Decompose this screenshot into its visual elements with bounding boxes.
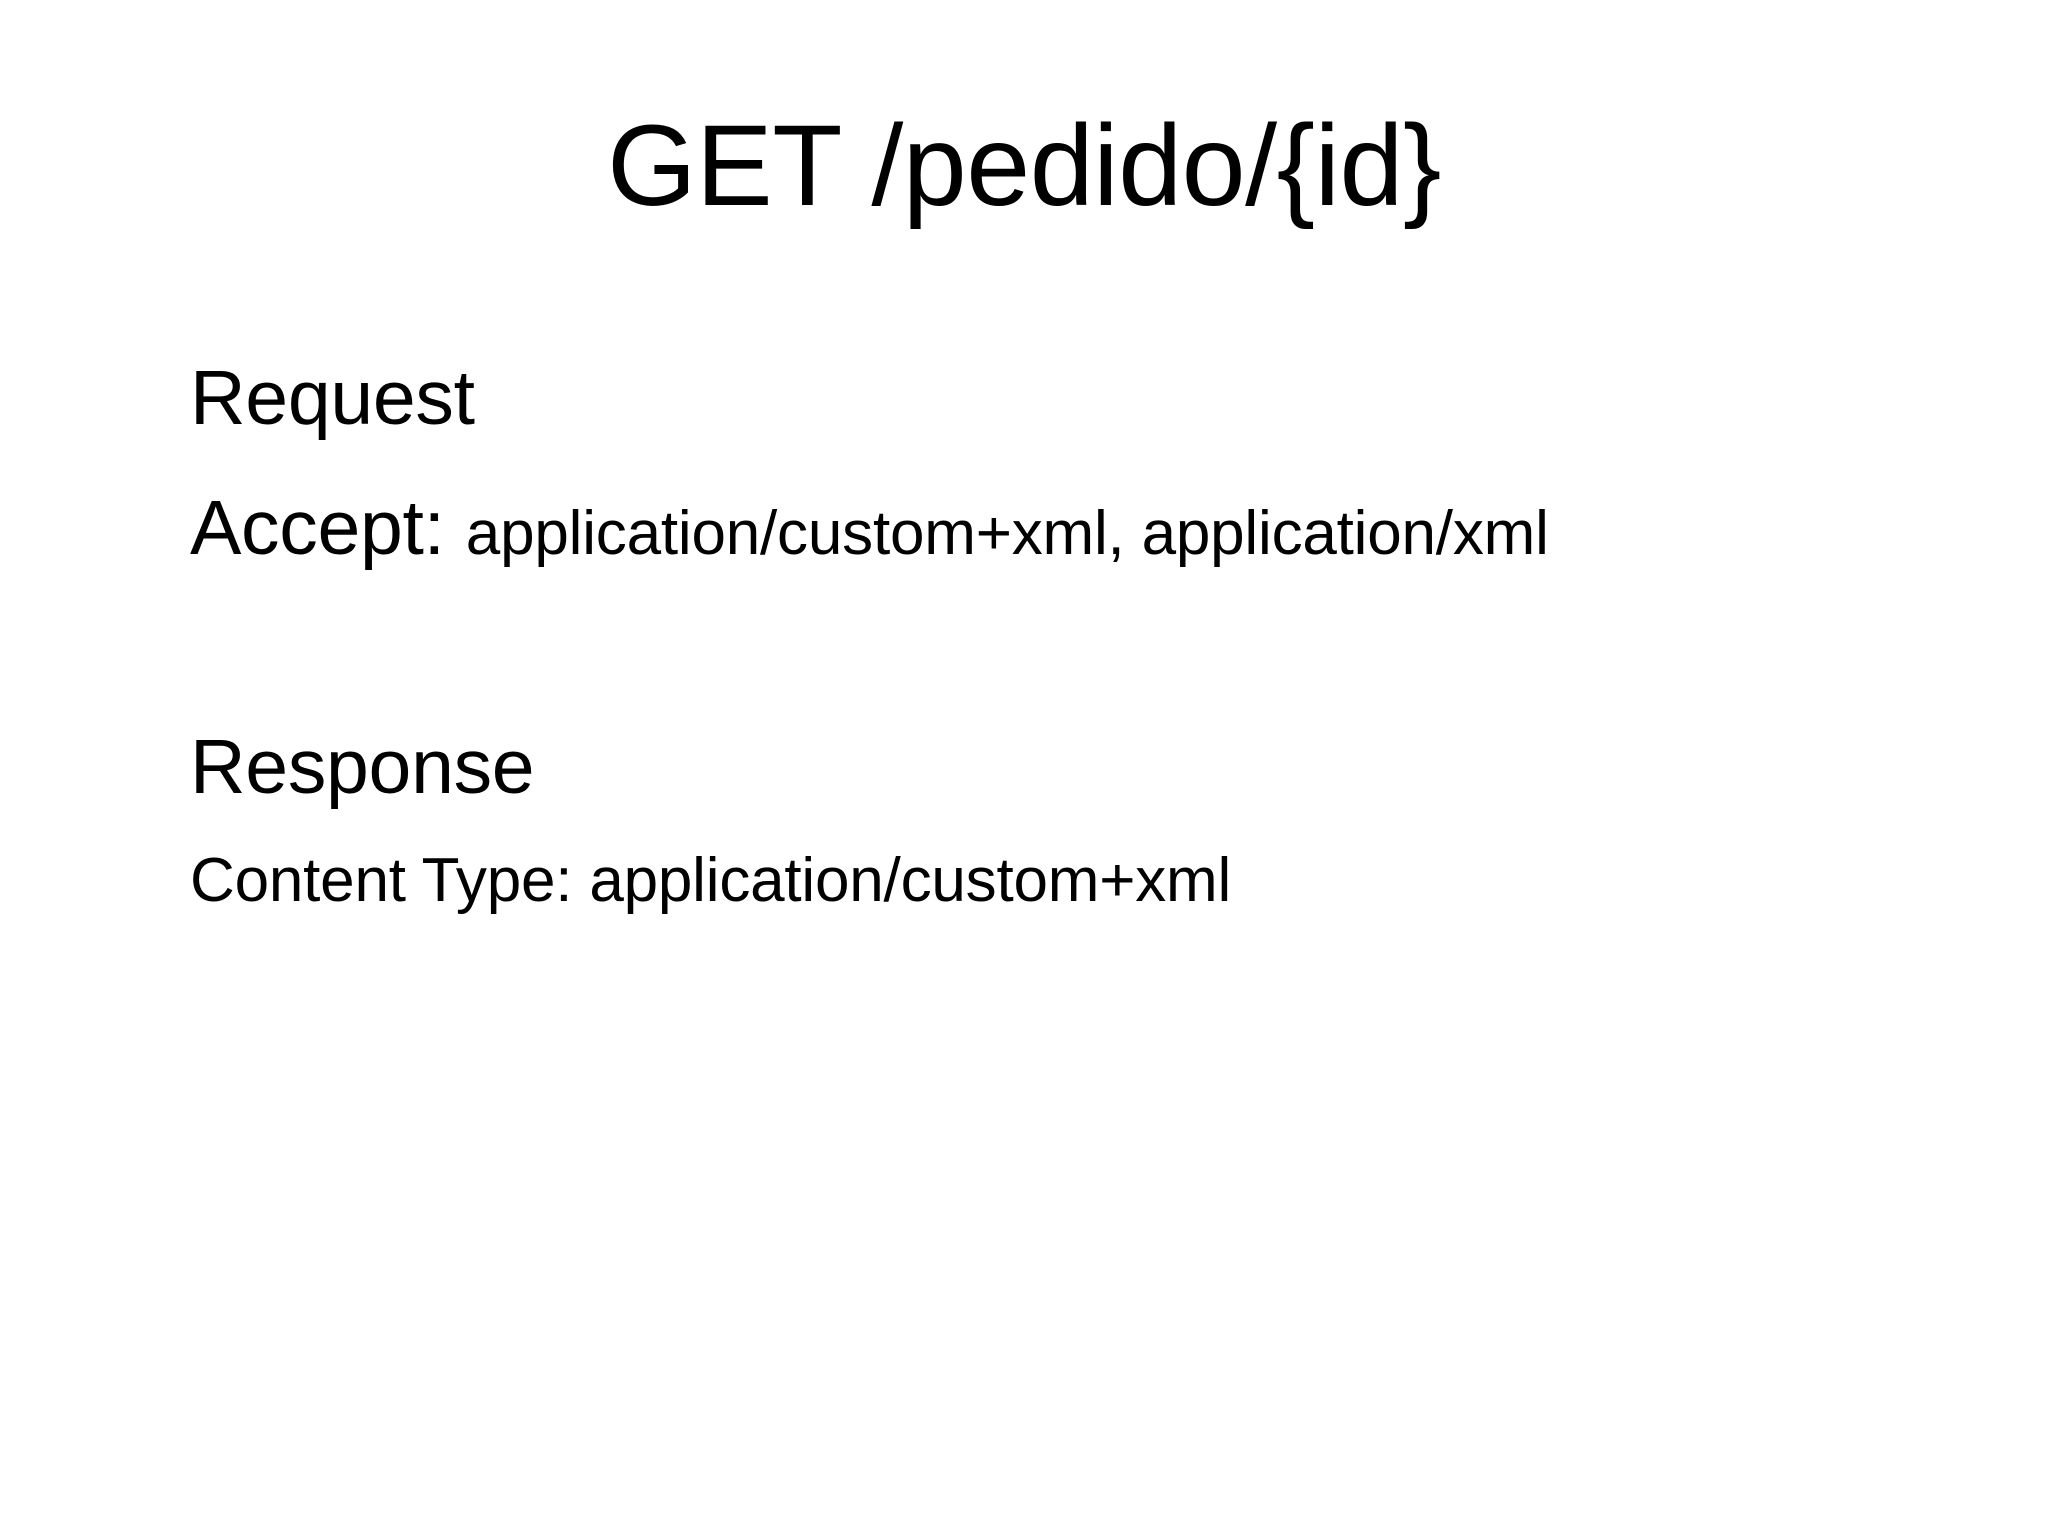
response-section-heading: Response	[190, 724, 535, 810]
accept-header-label: Accept:	[190, 485, 466, 571]
spacer-request-accept	[190, 437, 1950, 490]
accept-header-value: application/custom+xml, application/xml	[465, 499, 1549, 568]
page-title: GET /pedido/{id}	[607, 102, 1441, 230]
response-content-type-line: Content Type: application/custom+xml	[190, 846, 1232, 915]
slide-body: Request Accept: application/custom+xml, …	[190, 360, 1950, 912]
request-section-heading: Request	[190, 355, 475, 441]
request-accept-header: Accept: application/custom+xml, applicat…	[190, 490, 1950, 567]
spacer-response-content	[190, 806, 1950, 850]
spacer-accept-response	[190, 567, 1950, 729]
